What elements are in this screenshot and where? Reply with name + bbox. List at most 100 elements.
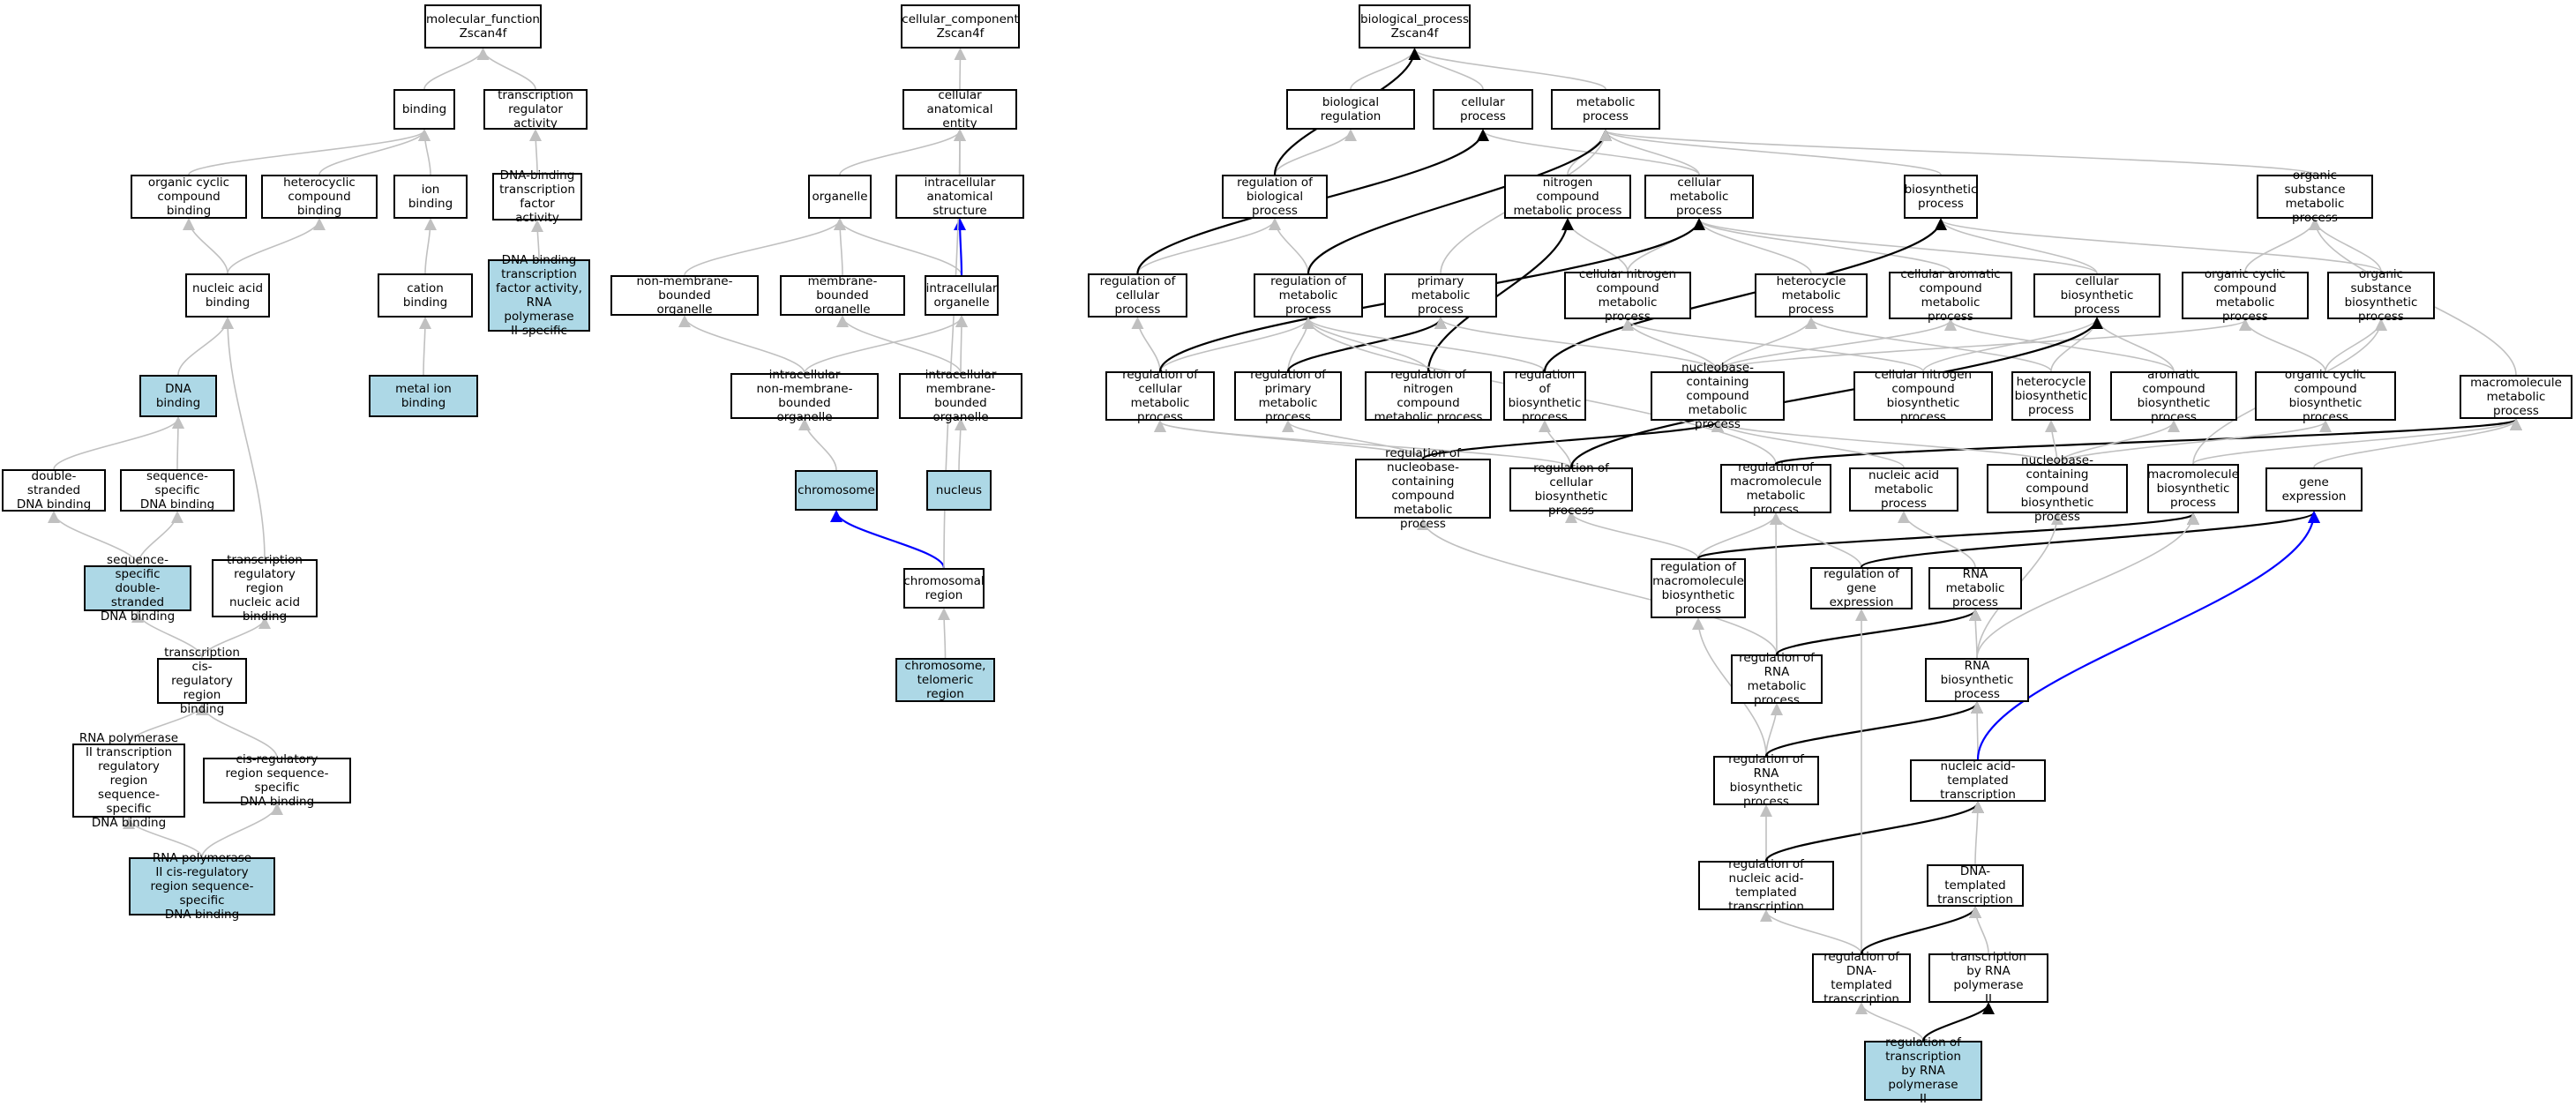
node-cis-regulatory-region-sequence-specific-dna-binding[interactable]: cis-regulatory region sequence-specific … bbox=[203, 752, 351, 809]
node-organic-substance-biosynthetic-process[interactable]: organic substance biosynthetic process bbox=[2327, 267, 2435, 324]
node-double-stranded-dna-binding[interactable]: double-stranded DNA binding bbox=[2, 469, 106, 512]
node-organic-cyclic-compound-biosynthetic-process[interactable]: organic cyclic compound biosynthetic pro… bbox=[2255, 368, 2396, 424]
edge-nmbo-to-organelle bbox=[684, 218, 846, 276]
node-chromosomal-region[interactable]: chromosomal region bbox=[903, 568, 985, 609]
node-regulation-of-cellular-biosynthetic-process[interactable]: regulation of cellular biosynthetic proc… bbox=[1509, 461, 1633, 518]
node-non-membrane-bounded-organelle[interactable]: non-membrane-bounded organelle bbox=[610, 274, 759, 317]
node-macromolecule-metabolic-process[interactable]: macromolecule metabolic process bbox=[2460, 375, 2572, 419]
node-biological-regulation[interactable]: biological regulation bbox=[1286, 89, 1415, 130]
node-binding[interactable]: binding bbox=[393, 89, 455, 130]
node-organic-cyclic-compound-metabolic-process[interactable]: organic cyclic compound metabolic proces… bbox=[2182, 267, 2309, 324]
edge-dbtfa2-to-dbtfa bbox=[531, 220, 544, 260]
edge-reggeneexp-to-geneexp bbox=[1860, 511, 2320, 569]
node-chromosome[interactable]: chromosome bbox=[795, 470, 878, 511]
node-ion-binding[interactable]: ion binding bbox=[393, 175, 468, 219]
node-regulation-of-macromolecule-biosynthetic-process[interactable]: regulation of macromolecule biosynthetic… bbox=[1651, 558, 1746, 618]
node-sequence-specific-double-stranded-dna-binding[interactable]: sequence-specific double-stranded DNA bi… bbox=[84, 553, 191, 624]
node-regulation-of-nucleic-acid-templated-transcription[interactable]: regulation of nucleic acid-templated tra… bbox=[1698, 857, 1834, 914]
node-nucleic-acid-templated-transcription[interactable]: nucleic acid-templated transcription bbox=[1910, 759, 2046, 802]
node-gene-expression[interactable]: gene expression bbox=[2265, 467, 2363, 512]
node-organic-substance-metabolic-process[interactable]: organic substance metabolic process bbox=[2257, 168, 2373, 225]
node-regulation-of-macromolecule-metabolic-process[interactable]: regulation of macromolecule metabolic pr… bbox=[1720, 460, 1831, 517]
node-dna-binding-tf-activity-rnap2-specific[interactable]: DNA-binding transcription factor activit… bbox=[488, 253, 590, 338]
edge-natt-to-geneexp bbox=[1976, 511, 2320, 760]
node-rna-biosynthetic-process[interactable]: RNA biosynthetic process bbox=[1925, 658, 2029, 702]
edge-nbcbp-to-nbcmp bbox=[1711, 420, 2058, 465]
node-intracellular-non-membrane-bounded-organelle[interactable]: intracellular non-membrane-bounded organ… bbox=[730, 368, 879, 424]
edge-regmbp-to-regmmp bbox=[1697, 512, 1782, 559]
edge-chromosome-to-inmbo bbox=[798, 418, 837, 471]
node-heterocycle-biosynthetic-process[interactable]: heterocycle biosynthetic process bbox=[2011, 371, 2091, 421]
node-nucleic-acid-binding[interactable]: nucleic acid binding bbox=[185, 273, 270, 318]
node-cellular-metabolic-process[interactable]: cellular metabolic process bbox=[1644, 175, 1754, 219]
node-metabolic-process[interactable]: metabolic process bbox=[1551, 89, 1660, 130]
node-transcription-regulatory-region-nucleic-acid-binding[interactable]: transcription regulatory region nucleic … bbox=[212, 553, 318, 624]
edge-nbcmp-to-pmp bbox=[1434, 317, 1719, 372]
node-membrane-bounded-organelle[interactable]: membrane-bounded organelle bbox=[780, 274, 905, 317]
node-nucleic-acid-metabolic-process[interactable]: nucleic acid metabolic process bbox=[1849, 467, 1958, 512]
edge-chrreg-to-chromosome bbox=[830, 510, 946, 569]
node-sequence-specific-dna-binding[interactable]: sequence-specific DNA binding bbox=[120, 469, 235, 512]
node-rnap2-cis-regulatory-region-binding[interactable]: RNA polymerase II cis-regulatory region … bbox=[129, 851, 275, 922]
node-regulation-of-biosynthetic-process[interactable]: regulation of biosynthetic process bbox=[1503, 368, 1586, 424]
node-nucleobase-containing-compound-metabolic-process[interactable]: nucleobase-containing compound metabolic… bbox=[1651, 361, 1785, 431]
node-nucleobase-containing-compound-biosynthetic-process[interactable]: nucleobase-containing compound biosynthe… bbox=[1987, 453, 2128, 524]
edge-inmbo-to-io bbox=[804, 315, 968, 374]
node-heterocycle-metabolic-process[interactable]: heterocycle metabolic process bbox=[1755, 273, 1868, 318]
edge-tra-to-mf_root bbox=[476, 48, 536, 90]
node-regulation-of-biological-process[interactable]: regulation of biological process bbox=[1222, 175, 1328, 219]
node-cellular-nitrogen-compound-metabolic-process[interactable]: cellular nitrogen compound metabolic pro… bbox=[1564, 267, 1691, 324]
node-regulation-of-rna-metabolic-process[interactable]: regulation of RNA metabolic process bbox=[1731, 651, 1823, 707]
node-nucleus[interactable]: nucleus bbox=[926, 470, 992, 511]
node-intracellular-anatomical-structure[interactable]: intracellular anatomical structure bbox=[895, 175, 1024, 219]
node-primary-metabolic-process[interactable]: primary metabolic process bbox=[1384, 273, 1497, 318]
node-regulation-of-primary-metabolic-process[interactable]: regulation of primary metabolic process bbox=[1234, 368, 1342, 424]
node-transcription-regulator-activity[interactable]: transcription regulator activity bbox=[483, 88, 588, 131]
node-intracellular-organelle[interactable]: intracellular organelle bbox=[925, 275, 999, 316]
node-heterocyclic-compound-binding[interactable]: heterocyclic compound binding bbox=[261, 175, 378, 219]
node-dna-binding[interactable]: DNA binding bbox=[139, 375, 217, 417]
node-cation-binding[interactable]: cation binding bbox=[378, 273, 473, 318]
edge-io-to-organelle bbox=[834, 218, 962, 276]
edge-dbtfa-to-tra bbox=[529, 129, 543, 174]
node-transcription-cis-regulatory-region-binding[interactable]: transcription cis-regulatory region bind… bbox=[157, 646, 247, 716]
node-organelle[interactable]: organelle bbox=[808, 175, 872, 219]
node-regulation-of-cellular-metabolic-process[interactable]: regulation of cellular metabolic process bbox=[1105, 368, 1215, 424]
node-molecular-function-root[interactable]: molecular_function Zscan4f bbox=[424, 4, 542, 49]
node-cellular-anatomical-entity[interactable]: cellular anatomical entity bbox=[902, 88, 1017, 131]
node-chromosome-telomeric-region[interactable]: chromosome, telomeric region bbox=[895, 658, 995, 702]
node-organic-cyclic-compound-binding[interactable]: organic cyclic compound binding bbox=[131, 175, 247, 219]
node-cellular-nitrogen-compound-biosynthetic-process[interactable]: cellular nitrogen compound biosynthetic … bbox=[1853, 368, 1993, 424]
node-nitrogen-compound-metabolic-process[interactable]: nitrogen compound metabolic process bbox=[1504, 175, 1631, 219]
node-intracellular-membrane-bounded-organelle[interactable]: intracellular membrane-bounded organelle bbox=[899, 368, 1022, 424]
node-metal-ion-binding[interactable]: metal ion binding bbox=[369, 375, 478, 417]
edge-binding-to-mf_root bbox=[423, 48, 490, 90]
node-regulation-of-transcription-by-rna-polymerase-ii[interactable]: regulation of transcription by RNA polym… bbox=[1864, 1035, 1982, 1106]
edge-mbp-to-mmp bbox=[2192, 418, 2522, 465]
node-regulation-of-gene-expression[interactable]: regulation of gene expression bbox=[1810, 567, 1913, 609]
node-dna-binding-transcription-factor-activity[interactable]: DNA-binding transcription factor activit… bbox=[492, 168, 582, 225]
node-dna-templated-transcription[interactable]: DNA-templated transcription bbox=[1927, 864, 2024, 907]
node-aromatic-compound-biosynthetic-process[interactable]: aromatic compound biosynthetic process bbox=[2110, 368, 2237, 424]
node-rna-metabolic-process[interactable]: RNA metabolic process bbox=[1928, 567, 2022, 609]
node-biological-process-root[interactable]: biological_process Zscan4f bbox=[1359, 4, 1471, 49]
node-transcription-by-rna-polymerase-ii[interactable]: transcription by RNA polymerase II bbox=[1928, 950, 2048, 1006]
edge-cae-to-cc_root bbox=[954, 48, 967, 90]
node-regulation-of-rna-biosynthetic-process[interactable]: regulation of RNA biosynthetic process bbox=[1713, 752, 1819, 809]
node-regulation-of-nucleobase-containing-compound-metabolic-process[interactable]: regulation of nucleobase-containing comp… bbox=[1355, 446, 1491, 531]
node-biosynthetic-process[interactable]: biosynthetic process bbox=[1904, 175, 1978, 219]
node-cellular-process[interactable]: cellular process bbox=[1433, 89, 1533, 130]
node-rnap2-transcription-regulatory-region-binding[interactable]: RNA polymerase II transcription regulato… bbox=[72, 731, 185, 830]
edge-acbp-to-cbp bbox=[2091, 317, 2175, 372]
node-cellular-component-root[interactable]: cellular_component Zscan4f bbox=[901, 4, 1020, 49]
node-regulation-of-nitrogen-compound-metabolic-process[interactable]: regulation of nitrogen compound metaboli… bbox=[1365, 368, 1492, 424]
node-regulation-of-cellular-process[interactable]: regulation of cellular process bbox=[1088, 273, 1187, 318]
node-regulation-of-dna-templated-transcription[interactable]: regulation of DNA-templated transcriptio… bbox=[1812, 950, 1911, 1006]
edge-ssdsdna-to-dsdna bbox=[48, 511, 139, 566]
node-macromolecule-biosynthetic-process[interactable]: macromolecule biosynthetic process bbox=[2147, 464, 2239, 513]
node-regulation-of-metabolic-process[interactable]: regulation of metabolic process bbox=[1254, 273, 1363, 318]
node-cellular-aromatic-compound-metabolic-process[interactable]: cellular aromatic compound metabolic pro… bbox=[1889, 267, 2012, 324]
edge-ocb-to-binding bbox=[188, 129, 431, 176]
node-cellular-biosynthetic-process[interactable]: cellular biosynthetic process bbox=[2033, 273, 2160, 318]
edge-regcp-to-regbp bbox=[1136, 218, 1281, 274]
